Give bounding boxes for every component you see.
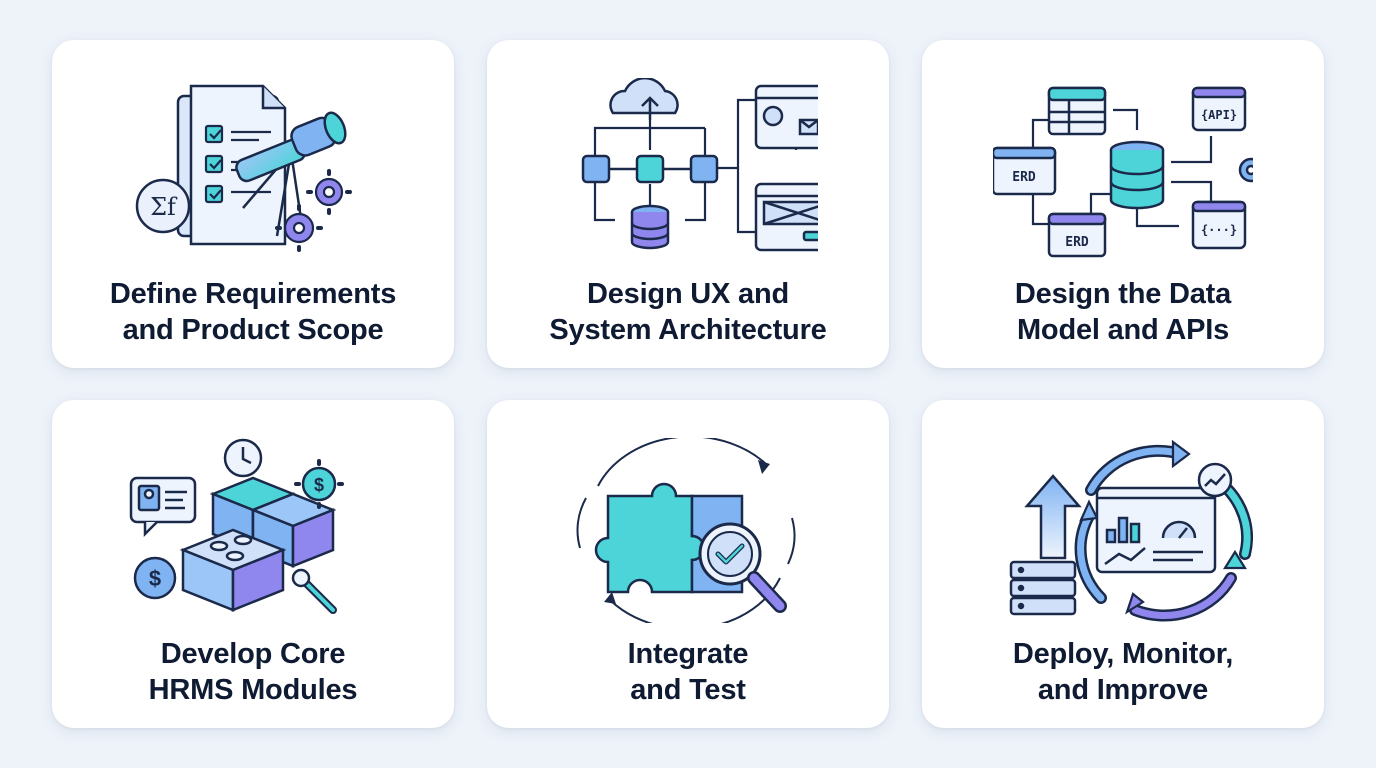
- step-title-line1: Design UX and: [586, 278, 790, 310]
- svg-text:$: $: [149, 566, 161, 591]
- step-title-line2: and Test: [630, 674, 746, 706]
- architecture-flow-icon: [581, 78, 818, 252]
- braces-label: {···}: [1201, 223, 1237, 237]
- step-card-modules[interactable]: $ $ Develop Core HRMS Modules: [52, 400, 454, 728]
- api-label: {API}: [1201, 108, 1237, 122]
- step-card-architecture[interactable]: Design UX and System Architecture: [487, 40, 889, 368]
- step-title-line1: Deploy, Monitor,: [1012, 638, 1234, 670]
- erd-label: ERD: [1012, 170, 1036, 185]
- step-title-line2: System Architecture: [549, 314, 827, 346]
- step-card-deploy[interactable]: Deploy, Monitor, and Improve: [922, 400, 1324, 728]
- step-title-line2: and Product Scope: [122, 314, 384, 346]
- step-title-line2: and Improve: [1037, 674, 1209, 706]
- data-model-api-icon: ERD ERD {API} {···}: [993, 86, 1253, 258]
- svg-text:Σf: Σf: [150, 193, 178, 221]
- step-card-requirements[interactable]: Σf Define Requirements and Product Scope: [52, 40, 454, 368]
- deploy-cycle-icon: [1009, 439, 1253, 622]
- step-card-data-model[interactable]: ERD ERD {API} {···} Design the Data Mode…: [922, 40, 1324, 368]
- step-title-line2: HRMS Modules: [148, 674, 358, 706]
- step-title-line1: Integrate: [627, 638, 749, 670]
- step-title-line1: Design the Data: [1014, 278, 1232, 310]
- step-title-line1: Develop Core: [160, 638, 346, 670]
- svg-text:$: $: [314, 475, 324, 495]
- puzzle-magnifier-icon: [576, 438, 796, 623]
- step-title-line1: Define Requirements: [109, 278, 397, 310]
- erd-label: ERD: [1065, 235, 1089, 250]
- step-card-integrate[interactable]: Integrate and Test: [487, 400, 889, 728]
- modules-blocks-icon: $ $: [129, 438, 344, 614]
- requirements-telescope-icon: Σf: [135, 84, 352, 252]
- step-title-line2: Model and APIs: [1016, 314, 1230, 346]
